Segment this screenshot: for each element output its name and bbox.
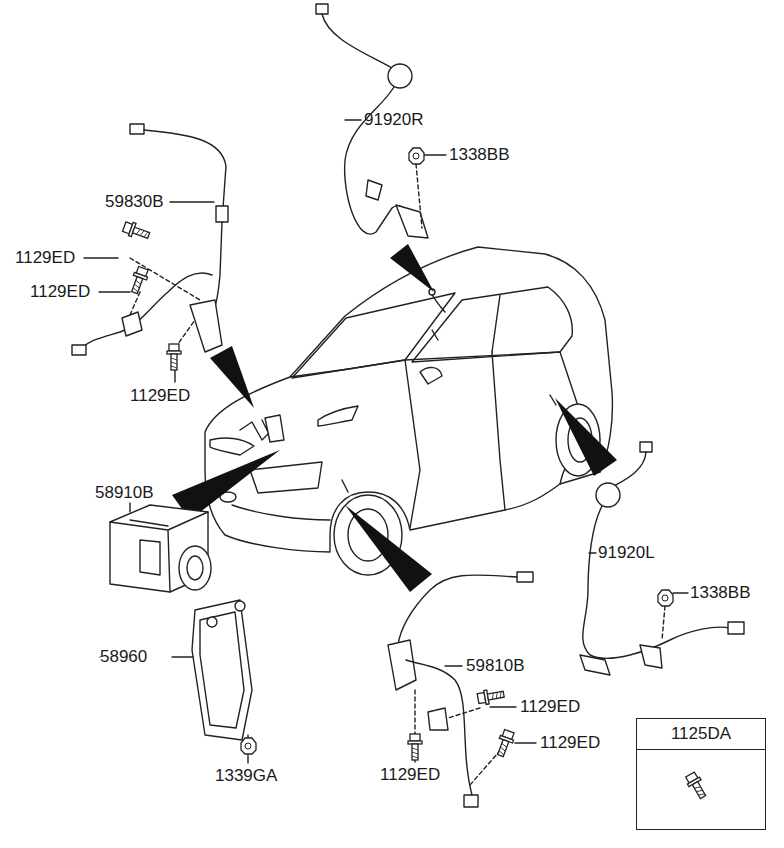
callout-number: 1129ED (30, 282, 90, 302)
callout-number: 1338BB (690, 583, 751, 603)
callout-number: 58910B (95, 483, 154, 503)
callout-number: 59830B (105, 192, 164, 212)
callout-number: 1339GA (215, 766, 277, 786)
callout-number: 1338BB (449, 145, 510, 165)
callout-number: 91920R (364, 110, 424, 130)
callout-number: 1129ED (15, 248, 75, 268)
legend-box: 1125DA (636, 718, 766, 830)
callout-number: 1129ED (540, 733, 600, 753)
callout-number: 1129ED (130, 386, 190, 406)
callout-number: 91920L (598, 543, 655, 563)
callout-number: 59810B (466, 656, 525, 676)
callout-number: 58960 (100, 647, 147, 667)
callout-number: 1129ED (520, 697, 580, 717)
callout-number: 1129ED (380, 765, 440, 785)
part-number: 1125DA (637, 719, 765, 750)
